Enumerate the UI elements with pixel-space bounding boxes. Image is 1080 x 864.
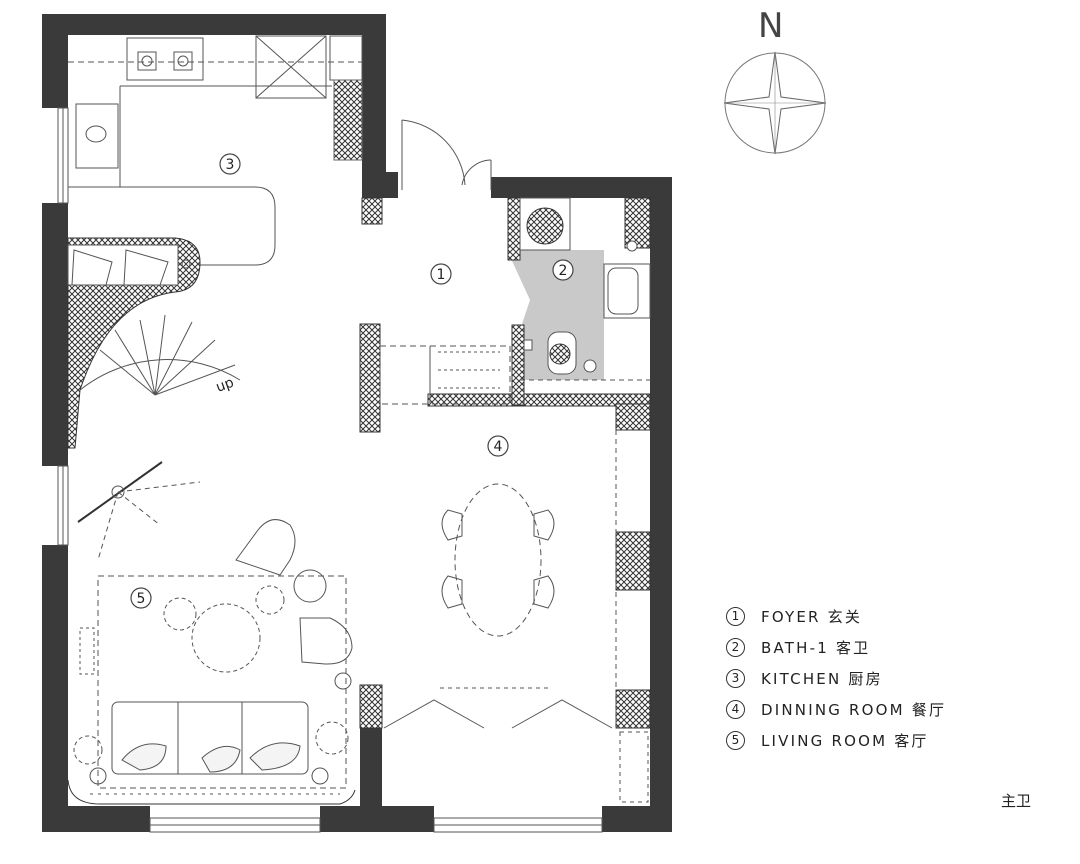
svg-text:2: 2: [559, 263, 568, 279]
dining-set: [383, 430, 649, 803]
room-marker-2: 2: [552, 259, 574, 281]
foyer-cabinet: [379, 345, 511, 405]
legend-label: FOYER 玄关: [761, 607, 863, 626]
room-marker-5: 5: [130, 587, 152, 609]
room-marker-1: 1: [430, 263, 452, 285]
legend-item: 5 LIVING ROOM 客厅: [726, 728, 946, 752]
room-legend: 1 FOYER 玄关 2 BATH-1 客卫 3 KITCHEN 厨房 4 DI…: [726, 604, 946, 759]
exterior-walls: [42, 14, 672, 832]
room-markers: 3 1 2 4 5: [130, 153, 574, 609]
legend-item: 2 BATH-1 客卫: [726, 635, 946, 659]
foyer-doors: [401, 119, 492, 190]
legend-number: 2: [726, 637, 745, 657]
room-marker-3: 3: [219, 153, 241, 175]
legend-item: 3 KITCHEN 厨房: [726, 666, 946, 690]
svg-text:5: 5: [137, 591, 146, 607]
svg-text:4: 4: [494, 439, 503, 455]
kitchen-furniture: [68, 35, 363, 266]
legend-number: 5: [726, 730, 745, 750]
legend-item: 4 DINNING ROOM 餐厅: [726, 697, 946, 721]
bathroom-fixtures: [519, 197, 651, 381]
legend-label: DINNING ROOM 餐厅: [761, 700, 947, 719]
room-marker-4: 4: [487, 435, 509, 457]
north-letter: N: [758, 6, 784, 46]
svg-text:1: 1: [437, 267, 446, 283]
corner-note: 主卫: [1001, 792, 1032, 810]
compass-rose: [723, 51, 827, 155]
interior-walls: [359, 197, 651, 729]
legend-number: 4: [726, 699, 745, 719]
legend-label: KITCHEN 厨房: [761, 669, 883, 688]
spiral-stairs: [67, 237, 241, 449]
living-furniture: [67, 461, 356, 805]
legend-label: BATH-1 客卫: [761, 638, 871, 657]
legend-number: 3: [726, 668, 745, 688]
legend-number: 1: [726, 606, 745, 626]
stairs-label: up: [214, 375, 236, 396]
legend-item: 1 FOYER 玄关: [726, 604, 946, 628]
windows: [57, 107, 603, 833]
svg-text:3: 3: [226, 157, 235, 173]
legend-label: LIVING ROOM 客厅: [761, 731, 929, 750]
